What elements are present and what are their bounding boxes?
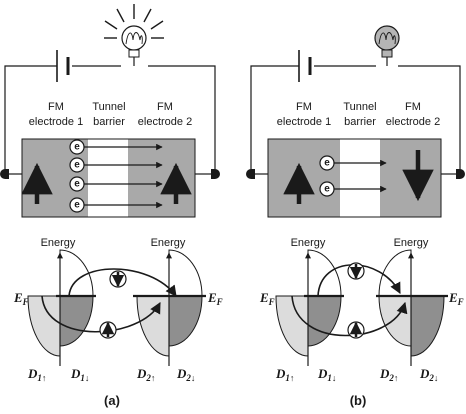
- dos-2-down-empty: [168, 249, 203, 297]
- energy-label-right: Energy: [151, 237, 186, 249]
- electron-label: e: [324, 184, 330, 195]
- electron-label: e: [324, 158, 330, 169]
- junction-a: e e e e FM electrode 1: [9, 101, 211, 218]
- dos-2-up-empty: [378, 249, 412, 297]
- electrode-1-label-line2: electrode 1: [277, 116, 331, 128]
- dos-label-2-down: D2↓: [176, 366, 195, 383]
- electrode-2: [380, 139, 441, 217]
- electron: e: [319, 181, 387, 197]
- electron-label: e: [74, 160, 80, 171]
- circuit-a: [0, 4, 220, 179]
- junction-b: e e FM electrode 1 Tunnel barrier FM ele…: [255, 101, 456, 218]
- band-diagram-a: Energy Energy EF EF D1↑ D1↓ D2↑ D2↓: [13, 237, 223, 383]
- dos-label-2-up: D2↑: [379, 366, 398, 383]
- barrier-label-line2: barrier: [93, 116, 125, 128]
- barrier-label-line1: Tunnel: [343, 101, 376, 113]
- electrode-2-label-line1: FM: [405, 101, 421, 113]
- tunneling-path-majority: [291, 295, 408, 337]
- dos-2-down: [410, 295, 445, 357]
- dos-label-1-down: D1↓: [70, 366, 89, 383]
- dos-label-1-down: D1↓: [317, 366, 336, 383]
- contact-right: [211, 169, 220, 179]
- dos-2-up: [136, 295, 170, 357]
- dos-1-down-empty: [307, 249, 342, 297]
- dos-1-down: [307, 295, 342, 347]
- circuit-b: [246, 25, 465, 179]
- dos-1-down: [59, 295, 94, 347]
- electron: e: [69, 157, 163, 173]
- dos-label-2-down: D2↓: [419, 366, 438, 383]
- electrode-1-label-line2: electrode 1: [29, 116, 83, 128]
- tunneling-path-majority: [41, 295, 161, 333]
- electron-label: e: [74, 200, 80, 211]
- barrier-label-line2: barrier: [344, 116, 376, 128]
- spin-up-marker: [99, 321, 117, 339]
- bulb-base: [381, 49, 393, 58]
- tunnel-barrier: [88, 139, 128, 217]
- electron-label: e: [74, 179, 80, 190]
- bulb-filament: [378, 32, 396, 45]
- bulb-filament: [125, 32, 143, 45]
- panel-a: e e e e FM electrode 1: [0, 4, 223, 408]
- fermi-label-right: EF: [207, 290, 223, 307]
- electron-label: e: [74, 142, 80, 153]
- junction-outline: [267, 138, 442, 218]
- bulb-on: [104, 4, 164, 66]
- contact-left: [246, 169, 255, 179]
- electrode-2-label-line1: FM: [157, 101, 173, 113]
- electron: e: [69, 176, 163, 192]
- panel-b: e e FM electrode 1 Tunnel barrier FM ele…: [246, 25, 465, 408]
- dos-2-up: [378, 295, 412, 347]
- contact-right: [456, 169, 465, 179]
- spin-up-marker: [347, 321, 365, 339]
- fermi-label-left: EF: [259, 290, 275, 307]
- fermi-label-right: EF: [448, 290, 464, 307]
- electron-flow: e e: [319, 155, 387, 197]
- dos-label-1-up: D1↑: [275, 366, 294, 383]
- electrode-1-label-line1: FM: [48, 101, 64, 113]
- electron: e: [69, 139, 163, 155]
- light-rays: [104, 4, 164, 39]
- energy-label-left: Energy: [291, 237, 326, 249]
- dos-label-1-up: D1↑: [27, 366, 46, 383]
- electrode-2-label-line2: electrode 2: [138, 116, 192, 128]
- panel-caption-a: (a): [104, 393, 120, 408]
- electrode-2-label-line2: electrode 2: [386, 116, 440, 128]
- spin-down-marker: [347, 262, 365, 280]
- dos-1-up: [27, 295, 61, 357]
- bulb-off: [374, 25, 400, 66]
- spin-down-marker: [109, 270, 127, 288]
- tunnel-barrier: [340, 139, 380, 217]
- tunneling-path-minority: [68, 268, 177, 297]
- electron-flow: e e e e: [69, 139, 163, 213]
- electron: e: [69, 197, 163, 213]
- circuit-wire: [250, 65, 461, 174]
- dos-1-down-empty: [59, 249, 94, 297]
- electrode-1: [268, 139, 340, 217]
- bulb-base: [128, 49, 140, 58]
- electrode-1-label-line1: FM: [296, 101, 312, 113]
- dos-label-2-up: D2↑: [136, 366, 155, 383]
- energy-label-left: Energy: [41, 237, 76, 249]
- dos-2-down: [168, 295, 203, 347]
- contact-left: [0, 169, 9, 179]
- panel-caption-b: (b): [350, 393, 367, 408]
- barrier-label-line1: Tunnel: [92, 101, 125, 113]
- electron: e: [319, 155, 387, 171]
- dos-1-up: [275, 295, 309, 357]
- fermi-label-left: EF: [13, 290, 29, 307]
- band-diagram-b: Energy Energy EF EF D1↑ D1↓ D2↑ D2↓: [259, 237, 464, 383]
- circuit-wire: [4, 65, 216, 174]
- energy-label-right: Energy: [394, 237, 429, 249]
